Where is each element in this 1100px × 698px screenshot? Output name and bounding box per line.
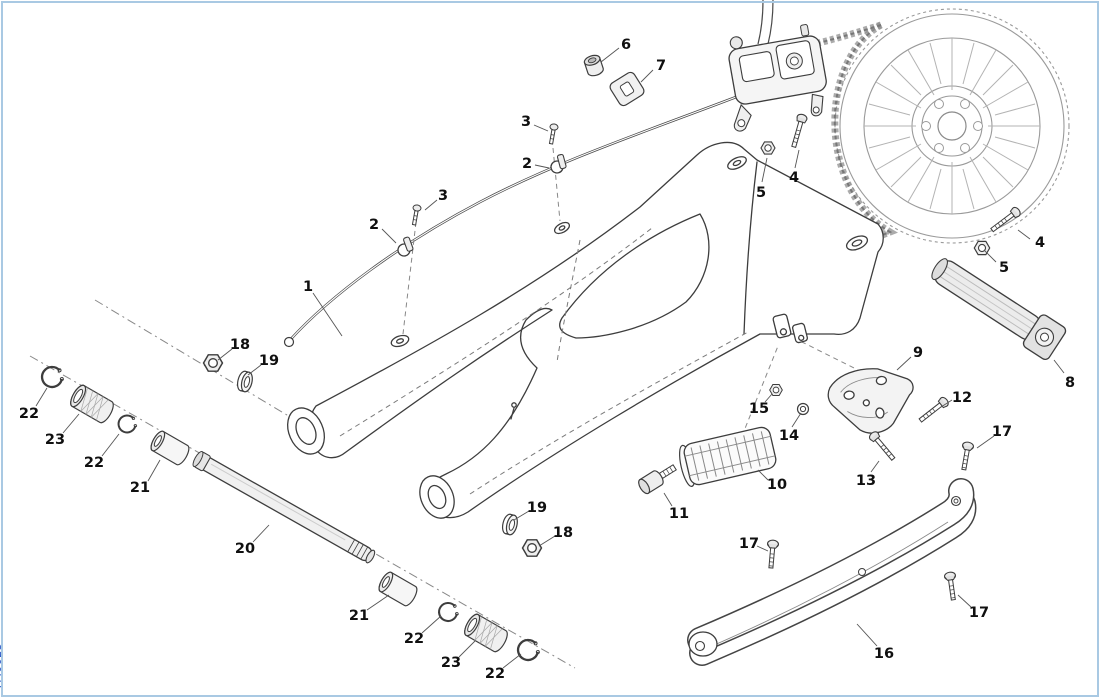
part-callout: 2: [522, 156, 532, 172]
spacer-bushing: [147, 428, 193, 468]
guide-bolt: [867, 429, 898, 463]
part-callout: 8: [1065, 375, 1075, 391]
caliper-nut: [973, 240, 991, 256]
chain-guide-bracket: [827, 368, 914, 434]
part-callout: 11: [669, 506, 689, 522]
hose-clamp: [550, 153, 567, 174]
hose-grommet: [583, 54, 604, 77]
axis-lines: [29, 147, 863, 669]
part-callout: 18: [230, 337, 250, 353]
part-callout: 21: [349, 608, 369, 624]
chain-slider: [687, 478, 977, 666]
rear-sprocket: [834, 8, 1070, 244]
brake-caliper: [728, 24, 827, 132]
part-callout: 6: [621, 37, 631, 53]
part-callout: 23: [45, 432, 65, 448]
leader-lines: [35, 47, 1065, 669]
brake-hose: [283, 0, 774, 348]
part-callout: 21: [130, 480, 150, 496]
guide-washer: [796, 402, 810, 416]
part-callout: 14: [779, 428, 799, 444]
part-callout: 4: [789, 170, 799, 186]
part-callout: 23: [441, 655, 461, 671]
slider-screw: [943, 570, 960, 602]
part-callout: 19: [259, 353, 279, 369]
part-callout: 16: [874, 646, 894, 662]
clamp-screw: [409, 203, 422, 226]
part-callout: 22: [84, 455, 104, 471]
snap-ring: [115, 412, 139, 436]
part-callout: 12: [952, 390, 972, 406]
part-callout: 17: [739, 536, 759, 552]
dust-seal: [500, 512, 520, 537]
part-callout: 3: [438, 188, 448, 204]
snap-ring: [436, 599, 461, 625]
part-callout: 5: [999, 260, 1009, 276]
part-callout: 5: [756, 185, 766, 201]
guide-pin: [638, 464, 677, 495]
callout-labels: 6 7 3 2 3 2 1 5 4 4 5 8 9 12 15 14 13 10…: [19, 37, 1075, 682]
part-callout: 9: [913, 345, 923, 361]
rear-axle: [931, 258, 1067, 361]
part-callout: 22: [404, 631, 424, 647]
guide-bolt: [916, 395, 951, 425]
part-callout: 17: [992, 424, 1012, 440]
part-callout: 20: [235, 541, 255, 557]
clamp-screw: [546, 122, 559, 145]
slider-screw: [764, 539, 780, 569]
swingarm: [287, 141, 884, 519]
part-callout: 4: [1035, 235, 1045, 251]
part-callout: 22: [485, 666, 505, 682]
part-callout: 22: [19, 406, 39, 422]
part-callout: 1: [303, 279, 313, 295]
caliper-bolt: [788, 112, 809, 149]
part-callout: 10: [767, 477, 787, 493]
pivot-shaft: [192, 450, 376, 564]
part-callout: 3: [521, 114, 531, 130]
flange-nut: [521, 539, 543, 557]
part-callout: 7: [656, 58, 666, 74]
diagram-code: TM0023: [0, 642, 4, 690]
chain-guide-block: [679, 426, 777, 488]
slider-screw: [957, 440, 975, 472]
part-callout: 19: [527, 500, 547, 516]
hose-clamp: [397, 236, 414, 257]
part-callout: 13: [856, 473, 876, 489]
part-callout: 17: [969, 605, 989, 621]
dust-seal: [235, 369, 255, 394]
hose-plate: [609, 71, 645, 107]
flange-nut: [202, 354, 224, 372]
needle-bushing: [461, 611, 511, 655]
caliper-nut: [760, 141, 776, 155]
part-callout: 18: [553, 525, 573, 541]
part-callout: 2: [369, 217, 379, 233]
part-callout: 15: [749, 401, 769, 417]
